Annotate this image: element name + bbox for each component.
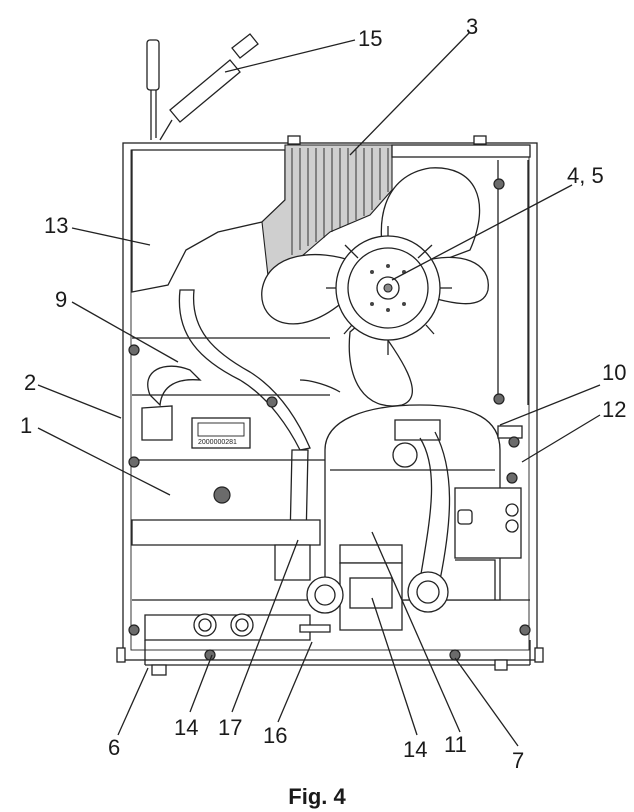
callout-16: 16 (263, 723, 287, 748)
callout-1: 1 (20, 413, 32, 438)
base-panel (144, 613, 531, 676)
callout-9: 9 (55, 287, 67, 312)
display-label: 2000000281 (198, 439, 237, 446)
callout-2: 2 (24, 370, 36, 395)
control-display: 2000000281 (191, 417, 251, 449)
callout-15: 15 (358, 26, 382, 51)
callout-11: 11 (444, 732, 467, 757)
callout-3: 3 (466, 14, 478, 39)
figure-caption: Fig. 4 (288, 784, 346, 809)
callout-14-right: 14 (403, 737, 427, 762)
callout-17: 17 (218, 715, 242, 740)
callout-4-5: 4, 5 (567, 163, 604, 188)
callout-14-left: 14 (174, 715, 198, 740)
pump-assembly (274, 544, 496, 631)
condenser-coil (261, 144, 531, 405)
callout-labels: 15 3 4, 5 13 9 2 1 10 12 6 14 17 16 14 1… (20, 14, 626, 773)
temperature-sensor (146, 33, 259, 141)
electrical-box (454, 425, 523, 559)
callout-10: 10 (602, 360, 626, 385)
fan-assembly (261, 167, 489, 407)
leader-lines (37, 31, 601, 747)
callout-13: 13 (44, 213, 68, 238)
callout-12: 12 (602, 397, 626, 422)
callout-6: 6 (108, 735, 120, 760)
callout-7: 7 (512, 748, 524, 773)
screws (128, 178, 531, 661)
